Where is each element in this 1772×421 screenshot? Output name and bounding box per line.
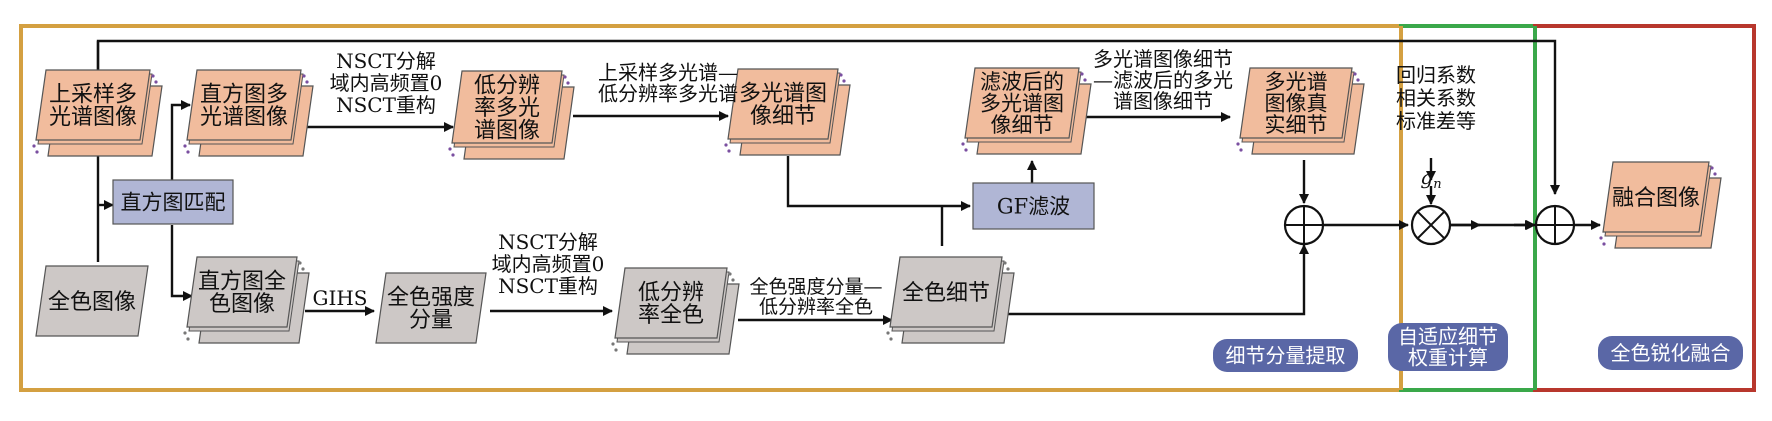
node-upsampled-ms: 上采样多光谱图像 [32,69,163,157]
multiply-operator [1410,204,1452,246]
node-hist-pan: 直方图全色图像 [183,256,310,344]
node-label: GF滤波 [997,195,1070,219]
edge-label-ms-difference: 上采样多光谱—低分辨率多光谱 [598,61,738,106]
node-label: 低分辨率全色 [638,281,704,328]
node-pan-image: 全色图像 [35,265,149,337]
node-hist-match: 直方图匹配 [112,179,234,225]
add-operator-2 [1534,204,1576,246]
stage-badge-label: 细节分量提取 [1226,344,1346,368]
node-filtered-ms-detail: 滤波后的多光谱图像细节 [961,67,1092,155]
node-label: 全色图像 [48,290,136,315]
stage-badge-label: 自适应细节权重计算 [1398,325,1498,370]
node-label: 直方图多光谱图像 [200,83,288,130]
node-label: 多光谱图像真实细节 [1265,70,1328,137]
node-label: 全色细节 [902,281,990,306]
edge-pan-detail-to-add1 [1006,244,1309,316]
node-label: 上采样多光谱图像 [49,83,137,130]
stage-badge-adaptive-weight: 自适应细节权重计算 [1388,323,1508,371]
stage-badge-pansharpen-fusion: 全色锐化融合 [1598,336,1743,370]
stats-label: 回归系数相关系数标准差等 [1396,63,1476,133]
node-label: 直方图匹配 [121,191,226,215]
node-label: 融合图像 [1612,186,1700,211]
edge-label-gihs: GIHS [312,286,367,310]
edge-label-pan-difference: 全色强度分量—低分辨率全色 [749,276,882,318]
node-label: 全色强度分量 [387,286,475,333]
gain-label: gn [1420,165,1441,192]
node-fused-image: 融合图像 [1599,161,1722,249]
edge-hist-match-to-hist-ms [170,100,191,188]
node-label: 直方图全色图像 [198,270,286,317]
nodes: 上采样多光谱图像 直方图多光谱图像 低分辨率多光谱图像 多光谱图像细节 滤波后的多光谱图… [32,67,1722,355]
node-label: 低分辨率多光谱图像 [474,73,540,143]
edges [96,39,1601,325]
node-label: 多光谱图像细节 [739,82,827,129]
add-operator-1 [1283,204,1325,246]
node-ms-detail: 多光谱图像细节 [724,68,851,156]
edge-ms-detail-to-gf [786,156,971,211]
edge-label-filtered-difference: 多光谱图像细节—滤波后的多光谱图像细节 [1093,47,1233,113]
node-pan-detail: 全色细节 [886,256,1015,344]
edge-hist-match-to-hist-pan [170,225,193,301]
node-lowres-pan: 低分辨率全色 [611,267,740,355]
node-lowres-ms: 低分辨率多光谱图像 [448,70,575,160]
node-hist-ms: 直方图多光谱图像 [183,69,314,157]
node-gf-filter: GF滤波 [972,182,1095,230]
stage-badge-label: 全色锐化融合 [1611,341,1731,365]
stage-badges: 细节分量提取 自适应细节权重计算 全色锐化融合 [1213,323,1743,372]
node-label: 滤波后的多光谱图像细节 [980,70,1064,137]
stage-badge-detail-extraction: 细节分量提取 [1213,339,1358,372]
node-ms-true-detail: 多光谱图像真实细节 [1236,67,1365,155]
node-pan-intensity: 全色强度分量 [375,272,487,344]
